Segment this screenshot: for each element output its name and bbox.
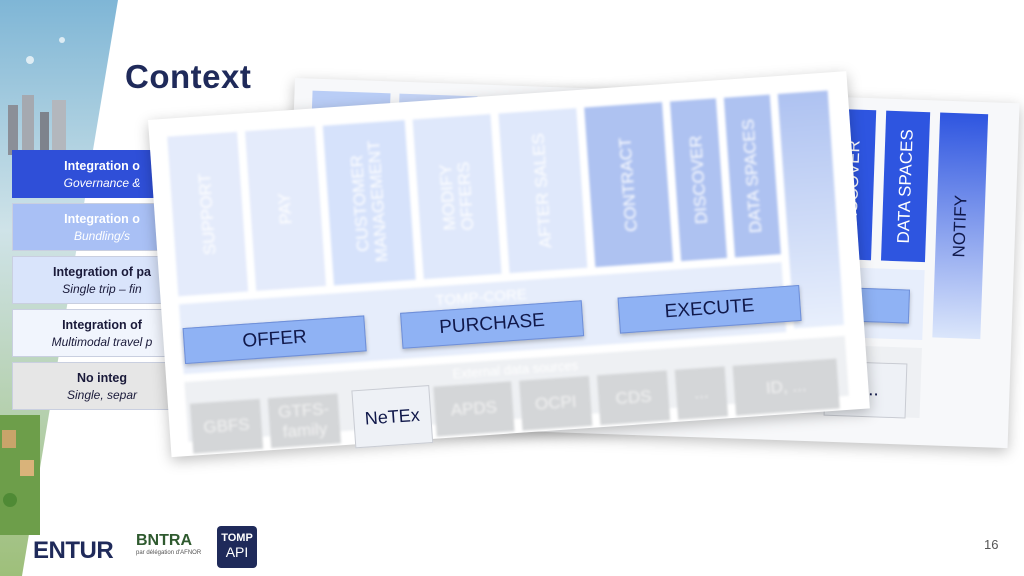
button-label: EXECUTE bbox=[664, 295, 756, 323]
column-label: DISCOVER bbox=[685, 134, 711, 225]
level-subtitle: Single trip – fin bbox=[62, 282, 142, 296]
bintra-wordmark: BNTRA bbox=[136, 532, 192, 549]
ext-source-apds: APDS bbox=[433, 381, 515, 437]
page-number: 16 bbox=[984, 537, 999, 552]
tomp-logo-top: TOMP bbox=[221, 532, 253, 544]
front-column-after-sales: AFTER SALES bbox=[498, 108, 588, 274]
ext-source-label: APDS bbox=[450, 397, 498, 420]
front-column-pay: PAY bbox=[245, 126, 327, 291]
bintra-logo: BNTRA par délégation d'AFNOR bbox=[136, 532, 202, 566]
button-label: OFFER bbox=[241, 326, 308, 352]
ext-source-label: GBFS bbox=[202, 414, 251, 437]
front-column-modify-offers: MODIFY OFFERS bbox=[412, 114, 502, 280]
ext-source-ocpi: OCPI bbox=[519, 375, 593, 431]
ext-source-cds: CDS bbox=[596, 370, 671, 426]
column-label: NOTIFY bbox=[949, 194, 971, 258]
front-column-data-spaces: DATA SPACES bbox=[723, 94, 781, 258]
ext-source-label: OCPI bbox=[534, 391, 578, 414]
level-subtitle: Single, separ bbox=[66, 388, 138, 402]
ext-source-label: GTFS-family bbox=[277, 399, 330, 442]
front-column-contract: CONTRACT bbox=[584, 102, 674, 268]
back-column-data-spaces: DATA SPACES bbox=[880, 110, 931, 263]
level-title: Integration of pa bbox=[53, 265, 151, 279]
tomp-logo-bottom: API bbox=[225, 544, 249, 560]
column-label: MODIFY OFFERS bbox=[435, 160, 478, 232]
level-subtitle: Bundling/s bbox=[73, 229, 131, 243]
ext-source-id: ID, ... bbox=[732, 358, 840, 416]
column-label: CONTRACT bbox=[615, 136, 641, 233]
ext-source-gtfs: GTFS-family bbox=[267, 393, 342, 449]
column-label: DATA SPACES bbox=[738, 118, 766, 234]
ext-source-label: ID, ... bbox=[765, 375, 808, 398]
level-subtitle: Governance & bbox=[63, 176, 141, 190]
level-title: Integration o bbox=[64, 159, 140, 173]
column-label: CUSTOMER MANAGEMENT bbox=[346, 139, 392, 263]
front-column-support: SUPPORT bbox=[167, 131, 249, 297]
ext-source-gbfs: GBFS bbox=[189, 398, 264, 454]
column-label: AFTER SALES bbox=[528, 132, 556, 249]
ext-source-netex: NeTEx bbox=[351, 385, 434, 449]
column-label: SUPPORT bbox=[194, 172, 220, 256]
button-label: PURCHASE bbox=[438, 309, 546, 339]
entur-logo: ENTUR bbox=[33, 537, 114, 564]
level-title: Integration of bbox=[62, 318, 142, 332]
ext-source-label: CDS bbox=[614, 386, 653, 409]
front-column-discover: DISCOVER bbox=[669, 98, 728, 262]
bintra-subtext: par délégation d'AFNOR bbox=[136, 550, 202, 556]
slide-title: Context bbox=[125, 58, 252, 95]
column-label: DATA SPACES bbox=[893, 128, 917, 244]
front-architecture-panel: SUPPORT PAY CUSTOMER MANAGEMENT MODIFY O… bbox=[148, 71, 870, 458]
level-subtitle: Multimodal travel p bbox=[51, 335, 153, 349]
back-column-notify: NOTIFY bbox=[932, 112, 989, 340]
front-column-customer-management: CUSTOMER MANAGEMENT bbox=[322, 120, 416, 286]
tomp-api-logo: TOMP API bbox=[217, 526, 257, 568]
level-title: No integ bbox=[77, 371, 127, 385]
level-item: No integ Single, separ bbox=[12, 362, 192, 410]
level-title: Integration o bbox=[64, 212, 140, 226]
column-label: PAY bbox=[274, 192, 296, 226]
ext-source-label: NeTEx bbox=[364, 404, 421, 429]
ext-source-label: ... bbox=[693, 382, 710, 403]
ext-source-more: ... bbox=[674, 366, 729, 420]
